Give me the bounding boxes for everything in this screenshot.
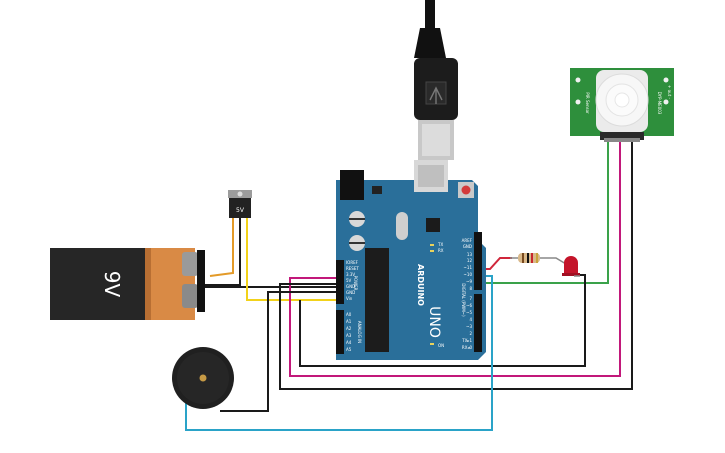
- digital-header-low: [474, 294, 482, 352]
- usb-cable: [414, 0, 458, 160]
- power-label: POWER: [353, 276, 358, 291]
- pin-label: ~3: [466, 324, 472, 329]
- pin-label: TX▸1: [461, 338, 472, 343]
- arduino-uno-board: ARDUINO UNO ON TX RX DIGITAL (PWM~) POWE…: [336, 160, 486, 360]
- pin-label: GND: [463, 244, 472, 249]
- pin-label: 3.3V: [346, 272, 355, 277]
- power-pin-labels: IOREF RESET 3.3V 5V GND GND Vin: [346, 260, 359, 301]
- on-label: ON: [438, 343, 444, 348]
- pir-pin-text: + out -: [667, 85, 672, 99]
- battery-9v: 9V: [50, 248, 205, 320]
- pin-label: RESET: [346, 266, 359, 271]
- pir-left-text: PIR Sensor: [585, 92, 590, 114]
- voltage-regulator: 5V: [228, 190, 252, 218]
- pin-label: A2: [346, 326, 352, 331]
- analog-label: ANALOG IN: [357, 321, 362, 343]
- pin-label: A1: [346, 319, 352, 324]
- rx-label: RX: [438, 248, 444, 253]
- pin-label: ~10: [464, 272, 473, 277]
- pin-label: 5V: [346, 278, 352, 283]
- wire-green-signal: [466, 140, 609, 284]
- wire-yellow-vin: [246, 218, 342, 301]
- pin-label: ~6: [466, 303, 472, 308]
- analog-header: [336, 310, 344, 354]
- digital-pin-labels: AREF GND 13 12 ~11 ~10 ~9 8 7 ~6 ~5 4 ~3…: [461, 238, 472, 350]
- pin-label: Vin: [346, 296, 353, 301]
- pin-label: 4: [469, 317, 472, 322]
- pin-label: A5: [346, 347, 352, 352]
- pin-label: 7: [469, 296, 472, 301]
- pin-label: 8: [469, 286, 472, 291]
- piezo-buzzer: [172, 347, 234, 409]
- pin-label: 2: [469, 331, 472, 336]
- wire-black-led: [299, 274, 586, 367]
- pin-label: AREF: [462, 238, 473, 243]
- resistor: [510, 253, 567, 265]
- pin-label: IOREF: [346, 260, 359, 265]
- pin-label: 12: [467, 258, 473, 263]
- pin-label: 13: [467, 252, 473, 257]
- pir-sensor: PIR Sensor DYP-ME003 + out -: [570, 68, 674, 142]
- battery-label: 9V: [100, 271, 124, 298]
- wire-magenta-5v: [289, 140, 621, 377]
- analog-pin-labels: A0 A1 A2 A3 A4 A5: [346, 312, 352, 352]
- wire-black-buzzer: [220, 291, 342, 412]
- pin-label: RX◂0: [462, 345, 473, 350]
- pin-label: ~5: [466, 310, 472, 315]
- pin-label: GND: [346, 284, 355, 289]
- wire-black-bottom: [279, 140, 633, 390]
- pin-label: A3: [346, 333, 352, 338]
- arduino-model: UNO: [426, 306, 442, 338]
- pin-label: ~9: [466, 279, 472, 284]
- regulator-label: 5V: [236, 207, 245, 214]
- arduino-brand: ARDUINO: [416, 264, 425, 306]
- red-led: [562, 256, 580, 277]
- tx-label: TX: [437, 242, 443, 247]
- pir-right-text: DYP-ME003: [657, 92, 662, 115]
- wire-black-gnd: [205, 218, 241, 286]
- pin-label: A4: [346, 340, 352, 345]
- wire-orange: [209, 218, 234, 277]
- pin-label: A0: [346, 312, 352, 317]
- digital-label: DIGITAL (PWM~): [461, 283, 466, 317]
- pin-label: ~11: [464, 265, 473, 270]
- power-header: [336, 260, 344, 304]
- digital-header-high: [474, 232, 482, 290]
- pin-label: GND: [346, 290, 355, 295]
